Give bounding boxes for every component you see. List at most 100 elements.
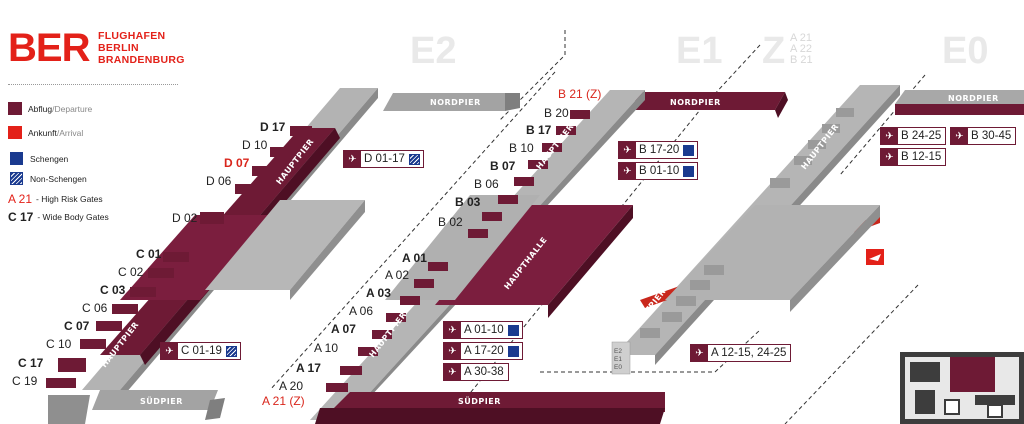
tag-b12-15[interactable]: ✈B 12-15 [880, 148, 947, 166]
departure-plane-icon: ✈ [619, 163, 636, 179]
tag-b30-45-label: B 30-45 [971, 130, 1012, 142]
tag-b30-45[interactable]: ✈B 30-45 [950, 127, 1017, 145]
gate-b03[interactable]: B 03 [455, 195, 481, 209]
tag-b17-20[interactable]: ✈B 17-20 [618, 141, 699, 159]
e-level-2: E2 [614, 348, 622, 355]
e-level-stack: E2 E1 E0 [614, 348, 622, 372]
tag-a17-20[interactable]: ✈A 17-20 [443, 342, 523, 360]
legend-arrival: Ankunft / Arrival [8, 126, 83, 139]
gate-a21z[interactable]: A 21 (Z) [262, 394, 305, 408]
departure-plane-icon: ✈ [161, 343, 178, 359]
gate-d10[interactable]: D 10 [242, 138, 268, 152]
zone-z-gate-1: A 21 [790, 32, 813, 44]
tag-b24-25-label: B 24-25 [901, 130, 942, 142]
departure-plane-icon: ✈ [881, 128, 898, 144]
legend-wide-body: C 17 - Wide Body Gates [8, 210, 109, 224]
departure-plane-icon: ✈ [344, 151, 361, 167]
legend-arrival-label: Ankunft [28, 127, 57, 138]
e1-suedpier-label: SÜDPIER [458, 396, 501, 406]
gate-d06[interactable]: D 06 [206, 174, 232, 188]
departure-plane-icon: ✈ [619, 142, 636, 158]
zone-z-gate-3: B 21 [790, 54, 813, 66]
tag-a12-15-24-25[interactable]: ✈A 12-15, 24-25 [690, 344, 792, 362]
gate-a20[interactable]: A 20 [279, 379, 304, 393]
gate-c19[interactable]: C 19 [12, 374, 38, 388]
gate-a06[interactable]: A 06 [349, 304, 374, 318]
logo-line-2: BERLIN [98, 42, 139, 54]
zone-z-gate-2: A 22 [790, 43, 813, 55]
e0-nordpier-label: NORDPIER [948, 94, 999, 103]
gate-c01[interactable]: C 01 [136, 247, 162, 261]
gate-a07[interactable]: A 07 [331, 322, 356, 336]
schengen-icon [507, 324, 519, 336]
logo-line-1: FLUGHAFEN [98, 30, 166, 42]
legend-schengen-label: Schengen [30, 153, 69, 164]
tag-b12-15-label: B 12-15 [901, 151, 942, 163]
logo-text: FLUGHAFEN BERLIN BRANDENBURG [98, 30, 185, 66]
gate-d17[interactable]: D 17 [260, 120, 286, 134]
gate-b17[interactable]: B 17 [526, 123, 552, 137]
gate-c06[interactable]: C 06 [82, 301, 108, 315]
departure-plane-icon: ✈ [444, 322, 461, 338]
legend-wide-body-text: - Wide Body Gates [37, 212, 109, 222]
e-level-0: E0 [614, 364, 622, 371]
schengen-icon [507, 345, 519, 357]
logo-mark: BER [8, 26, 90, 70]
e1-terminal [310, 90, 788, 424]
gate-c17[interactable]: C 17 [18, 356, 44, 370]
e-level-1: E1 [614, 356, 622, 363]
gate-c02[interactable]: C 02 [118, 265, 144, 279]
gate-d02[interactable]: D 02 [172, 211, 198, 225]
gate-b21z[interactable]: B 21 (Z) [558, 87, 602, 101]
tag-b01-10[interactable]: ✈B 01-10 [618, 162, 699, 180]
legend-high-risk: A 21 - High Risk Gates [8, 192, 103, 206]
legend-non-schengen: Non-Schengen [8, 172, 87, 185]
departure-icon [8, 102, 22, 115]
legend-schengen: Schengen [8, 152, 68, 165]
gate-b20[interactable]: B 20 [544, 106, 569, 120]
tag-c01-19[interactable]: ✈C 01-19 [160, 342, 241, 360]
legend-wide-body-code: C 17 [8, 210, 34, 224]
non-schengen-icon [10, 172, 23, 185]
gate-b06[interactable]: B 06 [474, 177, 499, 191]
tag-b17-20-label: B 17-20 [639, 144, 680, 156]
gate-a01[interactable]: A 01 [402, 251, 427, 265]
non-schengen-icon [408, 153, 420, 165]
tag-d01-17[interactable]: ✈D 01-17 [343, 150, 424, 168]
schengen-icon [10, 152, 23, 165]
legend-departure-en: Departure [54, 103, 93, 114]
gate-c07[interactable]: C 07 [64, 319, 90, 333]
non-schengen-icon [225, 345, 237, 357]
legend-high-risk-text: - High Risk Gates [36, 194, 103, 204]
gate-c03[interactable]: C 03 [100, 283, 126, 297]
departure-plane-icon: ✈ [691, 345, 708, 361]
tag-a01-10-label: A 01-10 [464, 324, 504, 336]
departure-plane-icon: ✈ [951, 128, 968, 144]
gate-a03[interactable]: A 03 [366, 286, 391, 300]
tag-b24-25[interactable]: ✈B 24-25 [880, 127, 947, 145]
gate-d07[interactable]: D 07 [224, 156, 250, 170]
tag-a30-38-label: A 30-38 [464, 366, 504, 378]
tag-a17-20-label: A 17-20 [464, 345, 504, 357]
gate-a02[interactable]: A 02 [385, 268, 410, 282]
e2-suedpier-label: SÜDPIER [140, 396, 183, 406]
legend-non-schengen-label: Non-Schengen [30, 173, 87, 184]
tag-a01-10[interactable]: ✈A 01-10 [443, 321, 523, 339]
legend-arrival-en: Arrival [59, 127, 84, 138]
zone-z-gates: A 21 A 22 B 21 [790, 33, 813, 66]
schengen-icon [683, 165, 695, 177]
gate-b02[interactable]: B 02 [438, 215, 463, 229]
departure-plane-icon: ✈ [444, 343, 461, 359]
tag-a30-38[interactable]: ✈A 30-38 [443, 363, 509, 381]
gate-c10[interactable]: C 10 [46, 337, 72, 351]
legend-high-risk-code: A 21 [8, 192, 33, 206]
gate-a17[interactable]: A 17 [296, 361, 321, 375]
gate-b07[interactable]: B 07 [490, 159, 516, 173]
gate-b10[interactable]: B 10 [509, 141, 534, 155]
legend-arrival-sep: / [56, 127, 60, 138]
e1-nordpier-label: NORDPIER [670, 98, 721, 107]
gate-a10[interactable]: A 10 [314, 341, 339, 355]
logo-line-3: BRANDENBURG [98, 54, 185, 66]
zone-e0: E0 [942, 30, 989, 72]
